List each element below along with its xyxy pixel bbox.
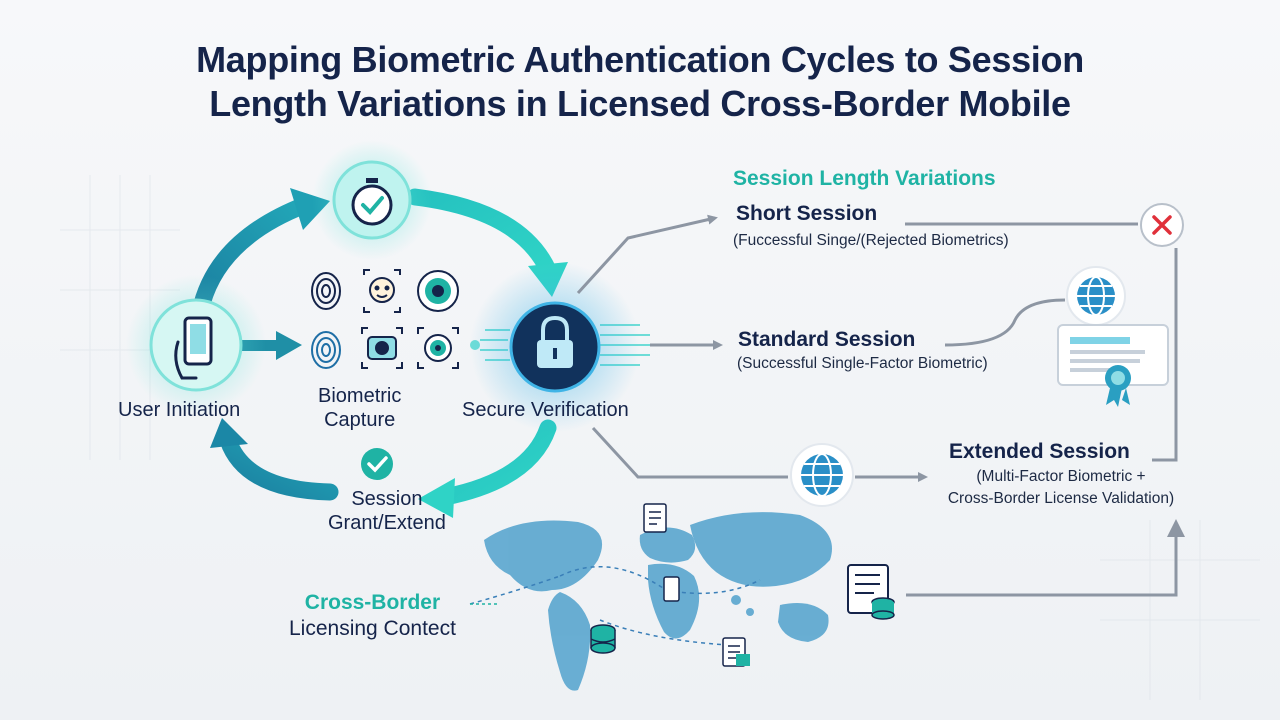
globe-icon [1066,266,1126,326]
extended-session-detail-line-2: Cross-Border License Validation) [947,490,1175,507]
smartphone-hand-icon [126,275,266,415]
cross-border-line-2: Licensing Contect [289,617,456,640]
globe-icon [790,443,854,507]
cross-border-line-1: Cross-Border [304,591,441,614]
connector-standard-to-certificate [944,298,1066,347]
standard-session-detail: (Successful Single-Factor Biometric) [737,355,988,372]
fingerprint-icon [311,331,341,369]
title-line-2: Length Variations in Licensed Cross-Bord… [209,83,1071,124]
smartphone-icon [663,576,680,602]
short-session-title: Short Session [736,202,878,225]
arrow-verification-to-short [576,214,718,295]
session-grant-line-2: Grant/Extend [328,512,446,534]
biometric-capture-label: Biometric Capture [318,384,401,432]
connector-document-to-extended [906,519,1185,597]
page-title: Mapping Biometric Authentication Cycles … [0,38,1280,126]
biometric-capture-line-2: Capture [324,409,396,431]
check-circle-icon [361,448,393,480]
stopwatch-check-icon [312,140,432,260]
arrow-verification-to-extended [591,426,928,482]
title-line-1: Mapping Biometric Authentication Cycles … [196,39,1084,80]
session-grant-label: Session Grant/Extend [328,487,446,535]
iris-scan-icon [417,270,459,312]
cycle-arrow-verification-to-grant [418,419,557,518]
fingerprint-icon [311,272,341,310]
iris-scan-icon [417,327,459,369]
cycle-arrow-grant-to-initiation [210,418,339,501]
padlock-icon [470,262,640,432]
world-map-icon [484,512,832,691]
session-variations-heading: Session Length Variations [733,167,996,190]
user-initiation-label: User Initiation [118,399,241,421]
x-circle-icon [1140,203,1184,247]
camera-scan-icon [361,327,403,369]
extended-session-title: Extended Session [949,440,1130,463]
document-database-icon [847,564,895,620]
standard-session-title: Standard Session [738,328,916,351]
extended-session-detail-line-1: (Multi-Factor Biometric + [976,468,1146,485]
document-icon [722,637,750,667]
short-session-detail: (Fuccessful Singe/(Rejected Biometrics) [733,232,1009,249]
document-icon [643,503,667,533]
biometric-capture-line-1: Biometric [318,385,402,407]
cross-border-label: Cross-Border Licensing Contect [289,590,456,642]
extended-session-detail: (Multi-Factor Biometric + Cross-Border L… [930,466,1192,510]
session-grant-line-1: Session [351,488,423,510]
face-scan-icon [363,269,401,313]
secure-verification-label: Secure Verification [462,399,629,421]
certificate-icon [1057,324,1169,407]
database-icon [590,624,616,654]
connector-reject-to-extended [1152,248,1178,462]
